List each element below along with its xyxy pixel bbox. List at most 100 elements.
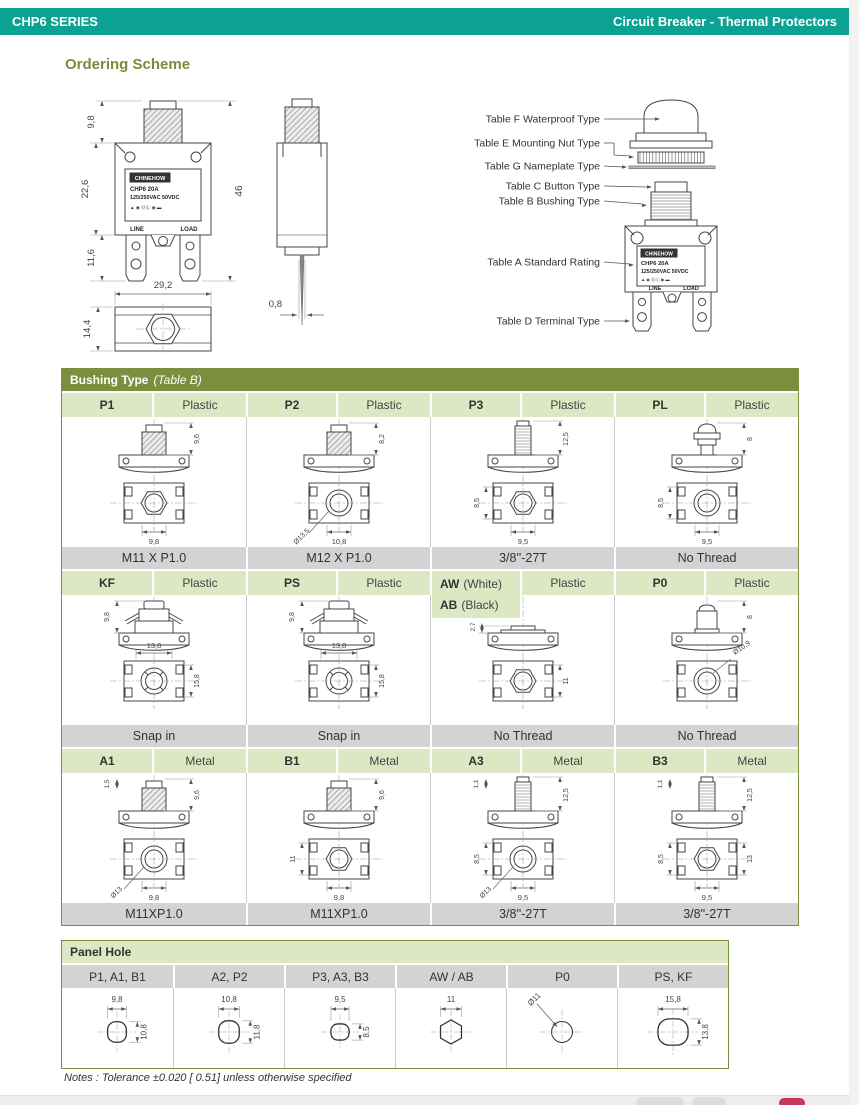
svg-text:Table F Waterproof Type: Table F Waterproof Type: [486, 114, 601, 126]
bushing-caption-cell: No Thread: [614, 547, 798, 569]
bushing-code-cell-AW-AB: AW(White) AB(Black): [430, 571, 520, 618]
code-text: AW: [440, 577, 460, 592]
svg-text:9,8: 9,8: [149, 537, 159, 546]
svg-text:1,5: 1,5: [104, 779, 111, 788]
svg-text:9,5: 9,5: [518, 893, 528, 902]
svg-text:10,8: 10,8: [332, 537, 347, 546]
bushing-material-cell: Plastic: [520, 393, 614, 417]
bushing-code-cell-PL: PL: [614, 393, 704, 417]
svg-text:13: 13: [747, 855, 754, 863]
code-line-AB: AB(Black): [440, 598, 499, 612]
svg-text:11: 11: [290, 855, 297, 862]
bushing-material-cell: Plastic: [336, 571, 430, 595]
svg-text:9,6: 9,6: [194, 790, 201, 800]
bushing-drawing-svg: 9,813,815,8: [104, 597, 201, 709]
page-edge-strip: [849, 0, 859, 1105]
svg-text:9,8: 9,8: [111, 995, 123, 1004]
panel-hole-drawing-AW-AB: 11: [395, 988, 506, 1068]
aw-ab-code-overlay: AW(White) AB(Black): [432, 571, 520, 618]
svg-text:14,4: 14,4: [82, 320, 93, 339]
svg-text:1,1: 1,1: [473, 779, 480, 788]
svg-text:1,1: 1,1: [657, 779, 664, 788]
toolbar-chip-2: [692, 1097, 726, 1105]
svg-text:▲ ◉ ⓊⓁ ◉ ▬: ▲ ◉ ⓊⓁ ◉ ▬: [641, 276, 670, 283]
section-title: Ordering Scheme: [65, 56, 191, 73]
svg-text:9,5: 9,5: [334, 995, 346, 1004]
bushing-drawing-svg: 12,58,59,5: [474, 419, 570, 546]
svg-text:8,5: 8,5: [474, 498, 481, 508]
bushing-caption-cell: No Thread: [614, 725, 798, 747]
bottom-toolbar-fragment: [0, 1095, 849, 1105]
panel-hole-svg: 9,8 10,8: [97, 995, 148, 1053]
svg-text:15,8: 15,8: [665, 995, 681, 1004]
svg-text:Table E Mounting Nut Type: Table E Mounting Nut Type: [474, 138, 600, 150]
bushing-material-cell: Plastic: [336, 393, 430, 417]
panel-header-cell-3: P3, A3, B3: [284, 965, 395, 988]
svg-text:9,5: 9,5: [518, 537, 528, 546]
svg-text:22,6: 22,6: [80, 180, 91, 199]
svg-text:9,5: 9,5: [702, 537, 712, 546]
svg-text:CHINEHOW: CHINEHOW: [645, 252, 673, 258]
bushing-table-title-note: (Table B): [153, 373, 202, 387]
bushing-caption-cell: No Thread: [430, 725, 614, 747]
panel-table-title: Panel Hole: [62, 941, 728, 963]
svg-text:▲ ◉ ⓊⓁ ◉ ▬: ▲ ◉ ⓊⓁ ◉ ▬: [130, 204, 162, 211]
svg-text:29,2: 29,2: [154, 280, 173, 291]
bushing-material-cell: Metal: [520, 749, 614, 773]
svg-text:11: 11: [447, 995, 456, 1004]
svg-text:11,8: 11,8: [252, 1024, 261, 1040]
code-note: (White): [463, 577, 503, 592]
panel-hole-svg: 15,8 13,8: [647, 995, 710, 1056]
panel-header-cell-5: P0: [506, 965, 617, 988]
bushing-material-cell: Plastic: [152, 571, 246, 595]
panel-hole-svg: 9,5 8,5: [320, 995, 371, 1051]
svg-text:Ø13: Ø13: [479, 886, 493, 900]
svg-text:11,6: 11,6: [86, 249, 97, 267]
svg-text:8: 8: [747, 437, 754, 441]
svg-text:LOAD: LOAD: [683, 286, 699, 292]
svg-text:9,8: 9,8: [149, 893, 159, 902]
svg-text:Table A Standard Rating: Table A Standard Rating: [487, 257, 600, 269]
svg-text:125/250VAC 50VDC: 125/250VAC 50VDC: [641, 269, 689, 275]
panel-header-cell-6: PS, KF: [617, 965, 728, 988]
svg-text:10,8: 10,8: [221, 995, 237, 1004]
svg-text:9,5: 9,5: [702, 893, 712, 902]
bushing-caption-cell: Snap in: [246, 725, 430, 747]
svg-text:10,8: 10,8: [139, 1024, 148, 1040]
svg-text:13,8: 13,8: [701, 1024, 710, 1040]
svg-text:9,8: 9,8: [86, 115, 97, 128]
svg-text:12,5: 12,5: [563, 788, 570, 802]
svg-text:15,8: 15,8: [379, 674, 386, 688]
svg-text:125/250VAC 50VDC: 125/250VAC 50VDC: [130, 195, 179, 201]
svg-text:Table G Nameplate Type: Table G Nameplate Type: [485, 161, 601, 173]
panel-header-cell-4: AW / AB: [395, 965, 506, 988]
bushing-material-cell: Plastic: [704, 571, 798, 595]
svg-text:8,5: 8,5: [362, 1026, 371, 1038]
svg-text:2,7: 2,7: [470, 622, 477, 631]
bushing-caption-cell: Snap in: [62, 725, 246, 747]
panel-hole-svg: Ø11: [526, 991, 585, 1055]
svg-text:0,8: 0,8: [269, 299, 282, 310]
svg-text:LOAD: LOAD: [181, 227, 199, 233]
bushing-code-cell-KF: KF: [99, 576, 115, 590]
bushing-material-cell: Metal: [336, 749, 430, 773]
svg-text:9,8: 9,8: [334, 893, 344, 902]
notes-text: Notes : Tolerance ±0.020 [ 0.51] unless …: [64, 1072, 352, 1084]
bushing-caption-cell: M11 X P1.0: [62, 547, 246, 569]
